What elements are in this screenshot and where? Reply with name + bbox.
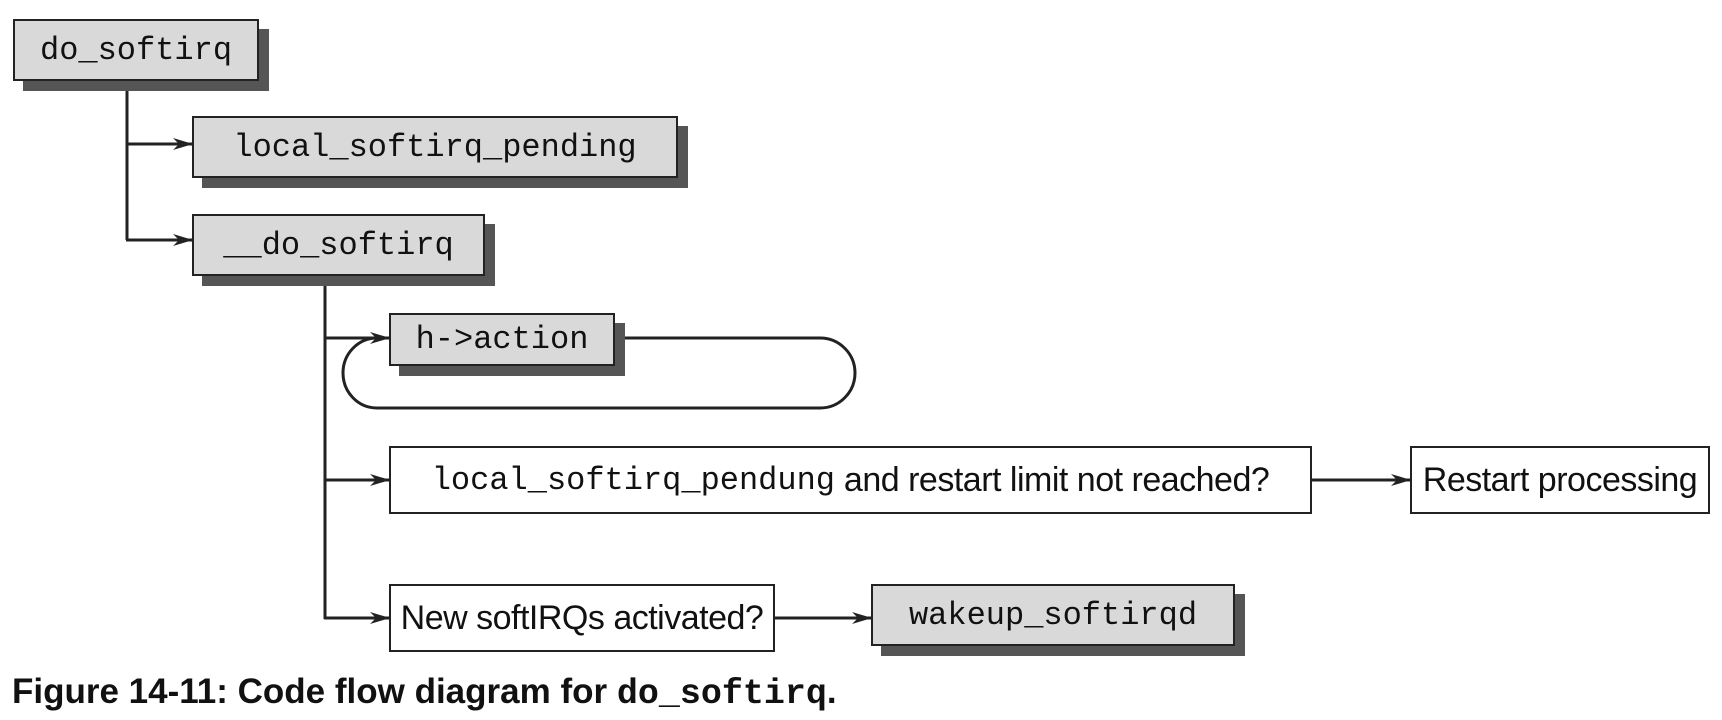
local-softirq-pending-label: local_softirq_pending [233,128,637,166]
new-softirqs-box: New softIRQs activated? [389,584,775,652]
wakeup-softirqd-box: wakeup_softirqd [871,584,1235,646]
caption-code-term: do_softirq [616,674,827,714]
restart-check-code: local_softirq_pendung [431,461,835,499]
restart-check-box: local_softirq_pendung and restart limit … [389,446,1312,514]
h-action-loop [341,336,857,410]
figure-caption: Figure 14-11: Code flow diagram for do_s… [12,672,837,714]
internal-do-softirq-box: __do_softirq [192,214,485,276]
internal-do-softirq-label: __do_softirq [223,226,454,264]
caption-prefix: Figure 14-11: Code flow diagram for [12,672,617,711]
do-softirq-box: do_softirq [13,19,259,81]
do-softirq-label: do_softirq [39,31,233,69]
restart-processing-label: Restart processing [1422,460,1698,499]
h-action-label: h->action [415,321,589,358]
local-softirq-pending-box: local_softirq_pending [192,116,678,178]
caption-suffix: . [826,672,837,711]
new-softirqs-label: New softIRQs activated? [400,598,764,637]
restart-check-text: and restart limit not reached? [834,460,1270,499]
restart-processing-box: Restart processing [1410,446,1710,514]
wakeup-softirqd-label: wakeup_softirqd [908,596,1198,634]
h-action-box: h->action [389,313,615,366]
